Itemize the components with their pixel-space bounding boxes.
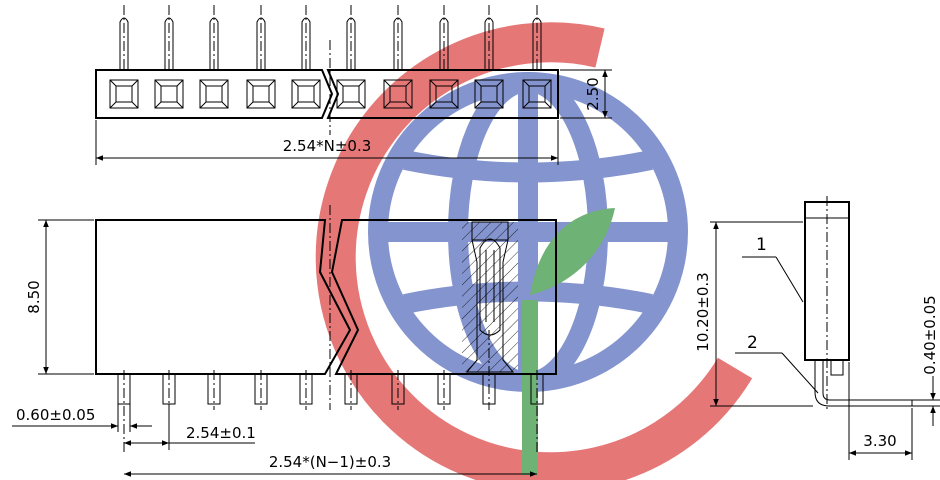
side-pin: [814, 360, 913, 407]
overall-length-label: 2.54*N±0.3: [283, 137, 372, 155]
contact-section: [462, 221, 518, 373]
top-height-label: 2.50: [584, 77, 602, 110]
balloon-1: 1: [742, 235, 804, 303]
side-height-label: 10.20±0.3: [694, 272, 712, 351]
dim-top-height: 2.50: [560, 69, 612, 119]
watermark-stem: [522, 300, 538, 475]
body-height-label: 8.50: [25, 280, 43, 313]
top-pins: [119, 5, 542, 70]
dim-side-height: 10.20±0.3: [694, 221, 813, 407]
pitch-label: 2.54±0.1: [186, 424, 256, 442]
top-body-right: [326, 69, 559, 119]
dim-body-height: 8.50: [25, 219, 94, 375]
dim-tail-length: 3.30: [848, 362, 913, 460]
front-body-right: [330, 219, 557, 375]
top-body-left: [95, 69, 334, 119]
balloon-2-label: 2: [747, 333, 758, 353]
dim-pin-span: 2.54*(N−1)±0.3: [124, 453, 537, 477]
side-view: 1 2 10.20±0.3 0.40±0.05 3.30: [694, 196, 940, 460]
dim-pin-thickness: 0.40±0.05: [912, 295, 940, 426]
front-body-left: [95, 219, 352, 375]
front-view: 8.50 0.60±0.05 2.54±0.1 2.54*(N−1)±0.3: [12, 205, 557, 477]
balloon-1-label: 1: [756, 235, 767, 255]
dim-pin-width: 0.60±0.05: [12, 404, 152, 432]
watermark-leaf-icon: [530, 208, 615, 295]
pin-span-label: 2.54*(N−1)±0.3: [269, 453, 391, 471]
top-view: 2.54*N±0.3 2.50: [95, 5, 612, 165]
dim-pitch: 2.54±0.1: [124, 404, 256, 450]
dim-overall-length: 2.54*N±0.3: [95, 120, 559, 165]
top-contacts: [109, 79, 552, 109]
pin-width-label: 0.60±0.05: [16, 406, 95, 424]
tail-length-label: 3.30: [863, 432, 896, 450]
balloon-2: 2: [735, 333, 819, 394]
pin-thickness-label: 0.40±0.05: [921, 295, 939, 374]
watermark-logo: [315, 22, 753, 480]
